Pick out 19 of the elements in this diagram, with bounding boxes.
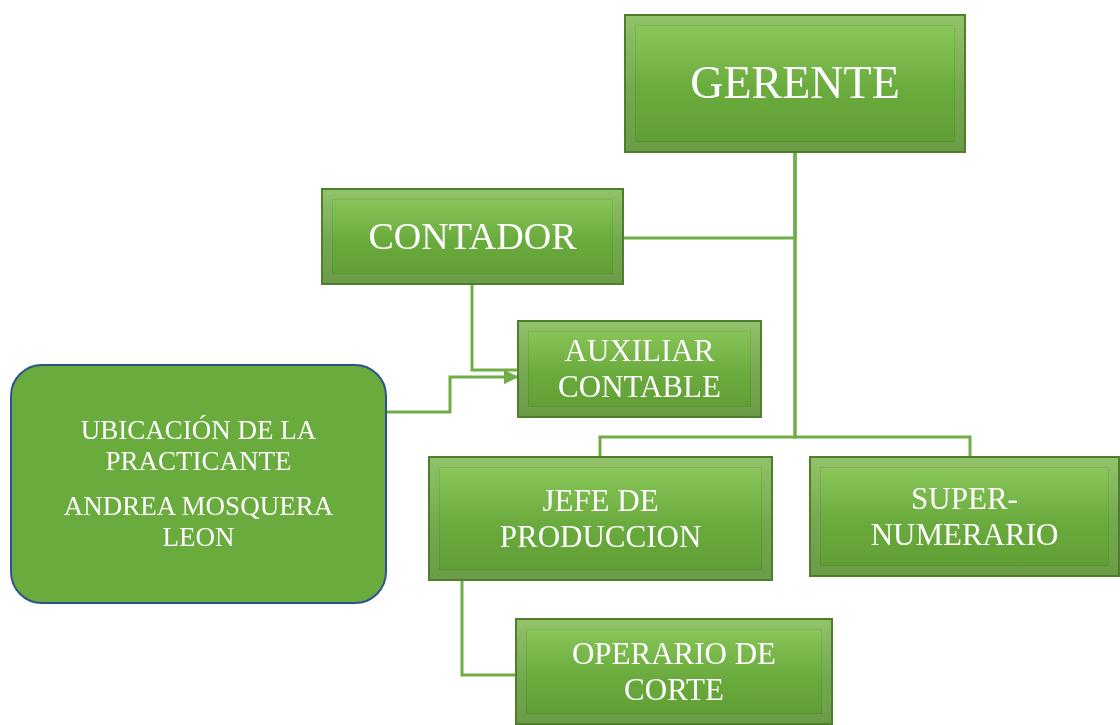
- position-box: [321, 188, 624, 285]
- callout-box: [10, 364, 387, 604]
- node-label: JEFE DE PRODUCCION: [498, 482, 703, 555]
- node-label: ANDREA MOSQUERA LEON: [62, 491, 335, 554]
- node-label: GERENTE: [690, 57, 900, 110]
- position-box: [809, 456, 1120, 577]
- position-box: [624, 14, 966, 153]
- connector-line: [470, 285, 517, 372]
- arrow: [387, 369, 519, 414]
- node-label: UBICACIÓN DE LA PRACTICANTE: [79, 414, 318, 477]
- node-label: AUXILIAR CONTABLE: [557, 333, 722, 405]
- position-box: [428, 456, 773, 581]
- connector-line: [460, 581, 515, 677]
- connector-line: [793, 153, 972, 456]
- node-label: SUPER- NUMERARIO: [869, 480, 1060, 553]
- node-label: CONTADOR: [368, 214, 577, 259]
- position-box: [517, 320, 762, 418]
- position-box: [515, 618, 833, 725]
- node-label: OPERARIO DE CORTE: [570, 635, 778, 708]
